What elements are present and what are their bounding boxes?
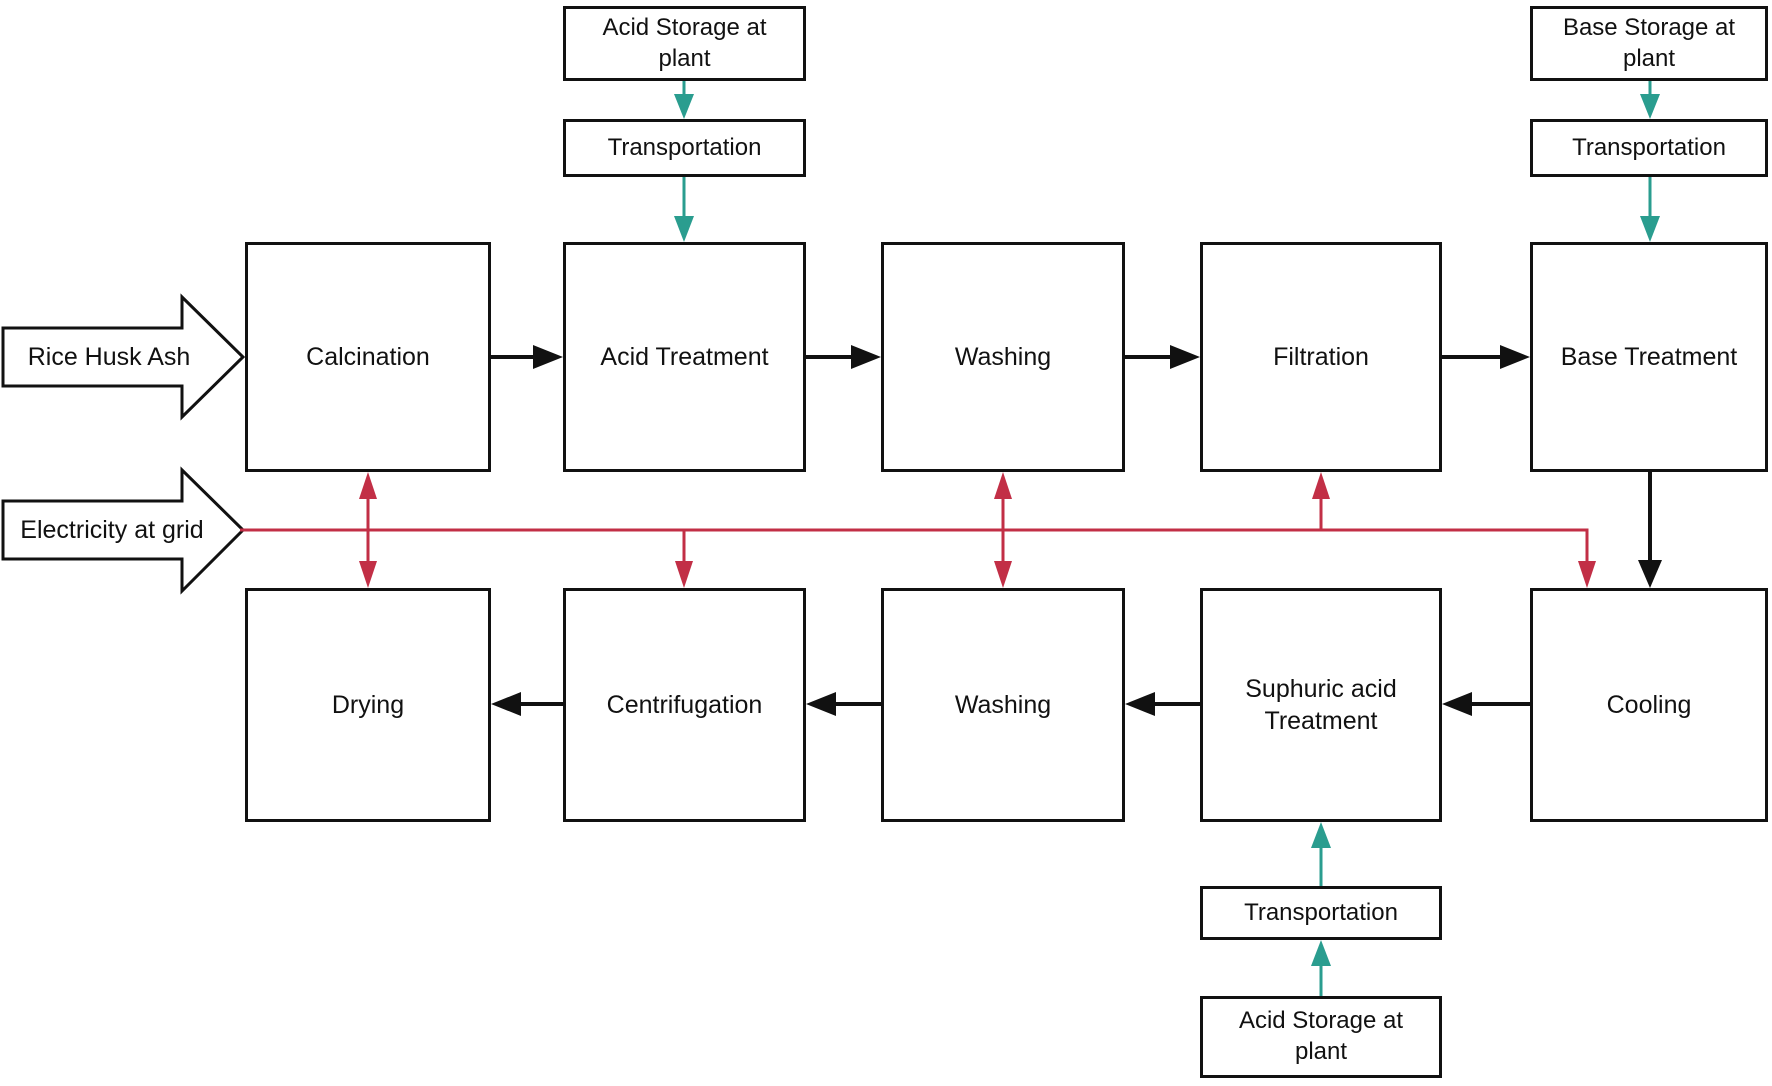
- arrow-washing-to-centrifugation: [806, 692, 881, 716]
- input-arrow-rice-husk-ash: Rice Husk Ash: [3, 328, 215, 386]
- process-box-suphuric-acid-treatment: Suphuric acid Treatment: [1200, 588, 1442, 822]
- arrow-cooling-to-suphuric-acid-treatment: [1442, 692, 1530, 716]
- box-transportation-bottom: Transportation: [1200, 886, 1442, 940]
- electricity-arrow-centrifugation: [675, 530, 693, 588]
- arrow-suphuric-acid-treatment-to-washing: [1125, 692, 1200, 716]
- process-box-centrifugation: Centrifugation: [563, 588, 806, 822]
- transport-arrow-base-storage-to-transportation: [1640, 81, 1660, 119]
- electricity-arrow-calcination-drying: [359, 472, 377, 588]
- transportation-bottom-label: Transportation: [1244, 898, 1398, 926]
- electricity-bus-line: [240, 528, 1596, 588]
- base-treatment-label: Base Treatment: [1560, 343, 1738, 371]
- acid-treatment-label: Acid Treatment: [600, 343, 769, 371]
- box-transportation-top-right: Transportation: [1530, 119, 1768, 177]
- process-box-washing-bottom: Washing: [881, 588, 1125, 822]
- process-box-base-treatment: Base Treatment: [1530, 242, 1768, 472]
- process-box-acid-treatment: Acid Treatment: [563, 242, 806, 472]
- washing-top-label: Washing: [954, 343, 1052, 371]
- arrow-centrifugation-to-drying: [491, 692, 563, 716]
- box-transportation-top-left: Transportation: [563, 119, 806, 177]
- process-box-washing-top: Washing: [881, 242, 1125, 472]
- transport-arrow-acid-storage-to-transportation-top: [674, 81, 694, 119]
- process-box-drying: Drying: [245, 588, 491, 822]
- transport-arrow-acid-storage-to-transportation-bottom: [1311, 940, 1331, 996]
- suphuric-acid-treatment-label: Suphuric acid Treatment: [1245, 675, 1397, 735]
- transportation-top-right-label: Transportation: [1572, 133, 1726, 161]
- box-base-storage: Base Storage at plant: [1530, 6, 1768, 81]
- arrow-washing-to-filtration: [1125, 345, 1200, 369]
- arrow-acid-treatment-to-washing: [806, 345, 881, 369]
- acid-storage-top-label: Acid Storage at plant: [602, 13, 767, 72]
- cooling-label: Cooling: [1606, 691, 1692, 719]
- rice-husk-ash-label: Rice Husk Ash: [27, 342, 191, 371]
- process-box-filtration: Filtration: [1200, 242, 1442, 472]
- centrifugation-label: Centrifugation: [606, 691, 763, 719]
- process-box-cooling: Cooling: [1530, 588, 1768, 822]
- base-storage-label: Base Storage at plant: [1562, 13, 1736, 72]
- transport-arrow-transportation-to-acid-treatment: [674, 177, 694, 242]
- electricity-arrow-washing-both: [994, 472, 1012, 588]
- electricity-arrow-filtration: [1312, 472, 1330, 530]
- transport-arrow-transportation-to-base-treatment: [1640, 177, 1660, 242]
- transport-arrow-transportation-to-suphuric-acid-treatment: [1311, 822, 1331, 886]
- drying-label: Drying: [331, 691, 405, 719]
- filtration-label: Filtration: [1273, 343, 1369, 371]
- transportation-top-left-label: Transportation: [607, 133, 762, 161]
- arrow-filtration-to-base-treatment: [1442, 345, 1530, 369]
- calcination-label: Calcination: [306, 343, 430, 371]
- arrow-base-treatment-to-cooling: [1638, 472, 1662, 588]
- box-acid-storage-bottom: Acid Storage at plant: [1200, 996, 1442, 1078]
- arrow-calcination-to-acid-treatment: [491, 345, 563, 369]
- process-box-calcination: Calcination: [245, 242, 491, 472]
- washing-bottom-label: Washing: [954, 691, 1052, 719]
- acid-storage-bottom-label: Acid Storage at plant: [1238, 1007, 1404, 1065]
- electricity-label: Electricity at grid: [20, 515, 204, 544]
- box-acid-storage-top: Acid Storage at plant: [563, 6, 806, 81]
- input-arrow-electricity: Electricity at grid: [3, 501, 221, 559]
